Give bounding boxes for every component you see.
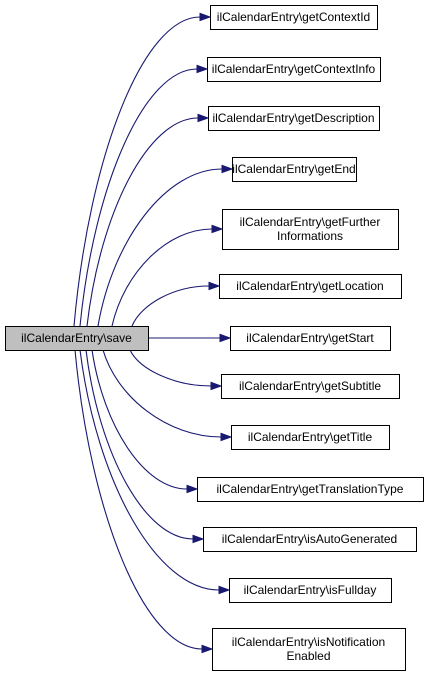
arrow-head <box>211 224 224 234</box>
target-node-2-label: ilCalendarEntry\getContextInfo <box>212 62 376 76</box>
edge-to-target-8 <box>129 349 223 391</box>
target-node-8[interactable]: ilCalendarEntry\getSubtitle <box>221 374 400 399</box>
arrow-head <box>199 12 212 22</box>
edge-to-target-10 <box>91 349 199 494</box>
target-node-2[interactable]: ilCalendarEntry\getContextInfo <box>207 57 381 82</box>
target-node-2-box <box>207 57 381 82</box>
edge-to-target-6 <box>131 281 221 327</box>
target-node-8-label: ilCalendarEntry\getSubtitle <box>239 379 381 393</box>
edge-to-target-2 <box>79 64 209 327</box>
target-node-6[interactable]: ilCalendarEntry\getLocation <box>219 274 402 299</box>
target-node-11[interactable]: ilCalendarEntry\isAutoGenerated <box>203 527 417 552</box>
edge-line <box>79 349 220 591</box>
edge-line <box>97 168 223 327</box>
edge-to-target-12 <box>79 349 231 595</box>
target-node-9[interactable]: ilCalendarEntry\getTitle <box>231 425 390 450</box>
target-node-4-label: ilCalendarEntry\getEnd <box>232 162 355 176</box>
nodes: ilCalendarEntry\save ilCalendarEntry\getC… <box>5 5 424 671</box>
arrow-head <box>196 64 209 74</box>
source-node-save-label: ilCalendarEntry\save <box>21 331 132 345</box>
target-node-4[interactable]: ilCalendarEntry\getEnd <box>232 157 357 182</box>
edge-line <box>111 228 213 327</box>
target-node-12-box <box>229 578 392 603</box>
target-node-3[interactable]: ilCalendarEntry\getDescription <box>208 106 380 131</box>
arrow-head <box>218 585 231 595</box>
edge-line <box>79 68 198 327</box>
target-node-12[interactable]: ilCalendarEntry\isFullday <box>229 578 392 603</box>
arrow-head <box>197 113 210 123</box>
target-node-13-box <box>212 628 406 671</box>
edge-line <box>74 349 203 650</box>
target-node-12-label: ilCalendarEntry\isFullday <box>244 583 377 597</box>
target-node-9-label: ilCalendarEntry\getTitle <box>248 430 373 444</box>
edge-to-target-4 <box>97 164 234 327</box>
source-node-save[interactable]: ilCalendarEntry\save <box>5 326 149 351</box>
arrow-head <box>219 333 232 343</box>
edge-to-target-9 <box>102 349 233 442</box>
edge-line <box>131 285 210 327</box>
edge-to-target-1 <box>73 12 212 327</box>
edge-line <box>91 349 188 490</box>
target-node-10-label: ilCalendarEntry\getTranslationType <box>217 482 404 496</box>
edge-line <box>85 349 194 540</box>
target-node-5-label: Informations <box>277 229 343 243</box>
target-node-1[interactable]: ilCalendarEntry\getContextId <box>210 5 378 30</box>
target-node-5-box <box>222 209 399 250</box>
target-node-4-box <box>232 157 357 182</box>
edge-to-target-5 <box>111 224 224 327</box>
target-node-10-box <box>197 477 424 502</box>
target-node-6-box <box>219 274 402 299</box>
target-node-6-label: ilCalendarEntry\getLocation <box>236 279 383 293</box>
edge-line <box>86 117 199 327</box>
target-node-1-label: ilCalendarEntry\getContextId <box>217 10 370 24</box>
edge-line <box>73 16 201 327</box>
arrow-head <box>201 644 214 654</box>
edge-to-target-11 <box>85 349 205 544</box>
target-node-13-label: Enabled <box>286 649 330 663</box>
arrow-head <box>192 534 205 544</box>
edge-to-target-3 <box>86 113 210 327</box>
target-node-3-box <box>208 106 380 131</box>
target-node-7-label: ilCalendarEntry\getStart <box>246 331 374 345</box>
arrow-head <box>186 484 199 494</box>
target-node-7-box <box>230 326 391 351</box>
arrow-head <box>210 381 223 391</box>
target-node-9-box <box>231 425 390 450</box>
target-node-8-box <box>221 374 400 399</box>
target-node-5-label: ilCalendarEntry\getFurther <box>240 215 381 229</box>
edges <box>73 12 234 654</box>
target-node-1-box <box>210 5 378 30</box>
target-node-3-label: ilCalendarEntry\getDescription <box>212 111 374 125</box>
target-node-13-label: ilCalendarEntry\isNotification <box>232 635 385 649</box>
target-node-10[interactable]: ilCalendarEntry\getTranslationType <box>197 477 424 502</box>
arrow-head <box>221 164 234 174</box>
edge-line <box>102 349 222 438</box>
target-node-11-label: ilCalendarEntry\isAutoGenerated <box>222 532 397 546</box>
target-node-7[interactable]: ilCalendarEntry\getStart <box>230 326 391 351</box>
target-node-11-box <box>203 527 417 552</box>
edge-to-target-7 <box>148 333 232 343</box>
edge-to-target-13 <box>74 349 214 654</box>
source-node-save-box <box>5 326 149 351</box>
arrow-head <box>220 432 233 442</box>
edge-line <box>129 349 212 387</box>
arrow-head <box>208 281 221 291</box>
